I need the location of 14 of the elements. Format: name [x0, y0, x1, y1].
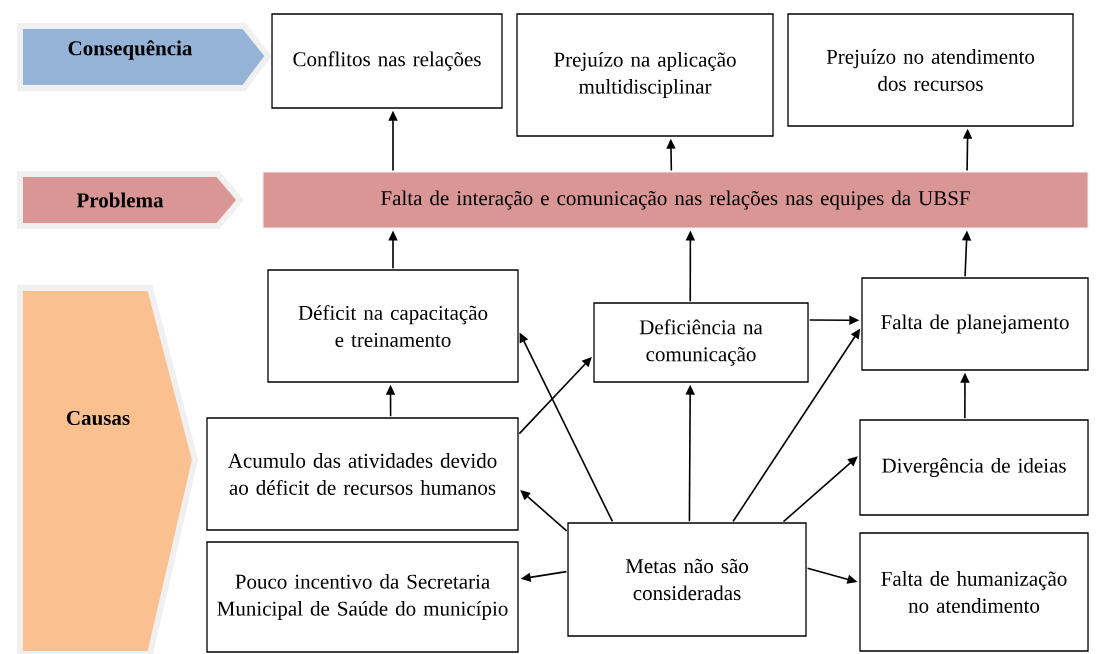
arrow [520, 490, 568, 532]
text-box: Pouco incentivo da Secretaria Municipal de Saúde do município [206, 541, 519, 653]
text-box: Prejuízo no atendimento dos recursos [787, 13, 1074, 127]
text-box: Deficiência na comunicação [593, 302, 809, 383]
text-box: Prejuízo na aplicação multidisciplinar [516, 13, 774, 137]
text-box: Divergência de ideias [859, 419, 1089, 516]
arrow [782, 456, 858, 523]
text-box: Acumulo das atividades devido ao déficit de recursos humanos [206, 417, 519, 531]
text-box: Falta de humanização no atendimento [859, 532, 1089, 652]
problem-band: Falta de interação e comunicação nas relações nas equipes da UBSF [262, 171, 1089, 229]
text-box: Conflitos nas relações [271, 13, 503, 109]
text-box: Déficit na capacitação e treinamento [267, 269, 519, 383]
text-box: Metas não são consideradas [567, 522, 807, 637]
text-box: Falta de planejamento [861, 277, 1089, 371]
